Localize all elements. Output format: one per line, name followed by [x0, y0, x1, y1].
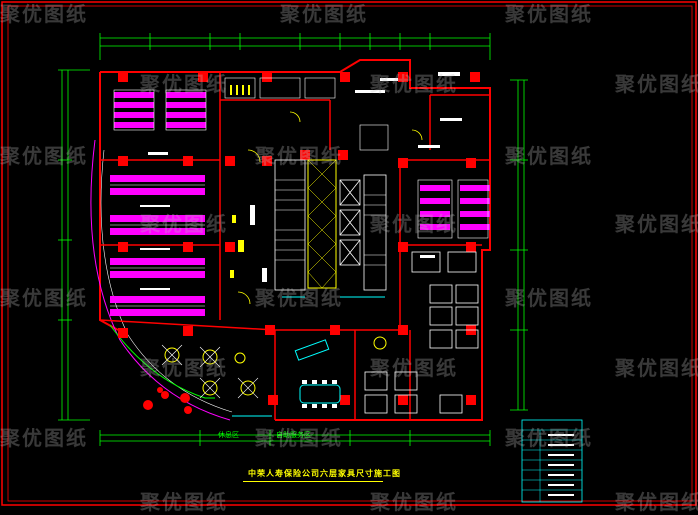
room-tags: [148, 72, 462, 282]
reception-desk: [294, 339, 330, 361]
green-facade-line: [109, 324, 215, 399]
drawing-inner-frame: [7, 5, 693, 502]
meeting-table: [299, 380, 341, 408]
drawing-frame: [1, 1, 697, 506]
door-swings: [237, 111, 423, 305]
restroom-block: [224, 77, 389, 151]
cubicles-lower-right: [364, 251, 479, 414]
fixture-markers: [230, 215, 244, 278]
glazing: [232, 296, 385, 417]
drawing-title: 中荣人寿保险公司六层家具尺寸施工图: [248, 469, 401, 478]
zone-label-rest: 休息区: [218, 431, 239, 439]
workstation-desks-top-left: [113, 89, 207, 131]
workstations-top-left: [114, 92, 206, 128]
planters: [143, 387, 192, 414]
dimension-lines: [58, 33, 528, 446]
zone-label-self-service: 自助服务区: [276, 431, 311, 439]
workstations-left: [110, 175, 205, 316]
drawing-title-underline: [243, 481, 383, 482]
workstation-desks-right: [417, 179, 489, 239]
building-core: [274, 159, 387, 291]
workstations-right: [420, 185, 490, 230]
legend-table: [521, 419, 583, 503]
interior-walls: [99, 72, 490, 420]
lounge-chair-cross: [161, 344, 259, 399]
lounge-chairs: [164, 336, 387, 396]
restroom-fixtures: [230, 85, 250, 95]
